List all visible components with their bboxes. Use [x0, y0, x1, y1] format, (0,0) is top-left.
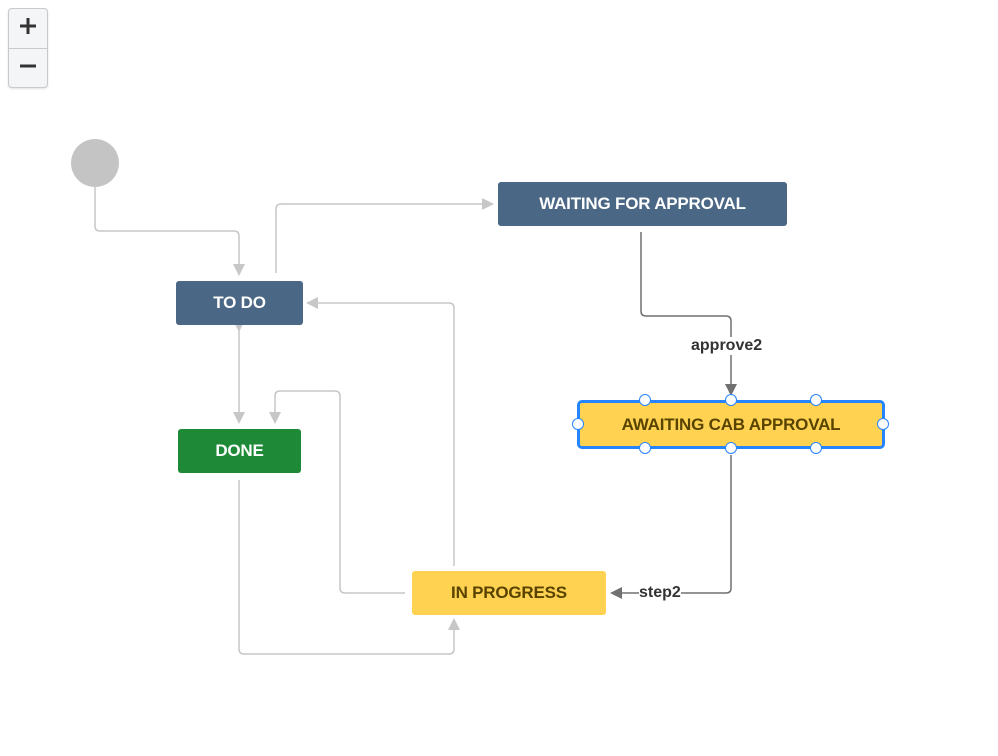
resize-handle-bottom-left[interactable]: [639, 442, 651, 454]
status-label: DONE: [215, 441, 264, 460]
transition-done-to-inprogress[interactable]: [238, 480, 460, 655]
zoom-out-button[interactable]: [9, 49, 47, 87]
status-label: TO DO: [213, 293, 266, 312]
minus-icon: [20, 58, 36, 79]
start-node[interactable]: [71, 139, 119, 187]
resize-handle-top-center[interactable]: [725, 394, 737, 406]
transition-step2[interactable]: [610, 455, 732, 599]
transition-label-step2[interactable]: step2: [639, 584, 681, 602]
plus-icon: [20, 18, 36, 39]
status-label: WAITING FOR APPROVAL: [539, 194, 746, 213]
transition-start-to-todo[interactable]: [94, 187, 245, 276]
resize-handle-top-right[interactable]: [810, 394, 822, 406]
transition-todo-to-waiting[interactable]: [275, 198, 494, 273]
resize-handle-left[interactable]: [572, 418, 584, 430]
status-to-do[interactable]: TO DO: [176, 281, 303, 325]
status-waiting-for-approval[interactable]: WAITING FOR APPROVAL: [498, 182, 787, 226]
transition-approve2[interactable]: [640, 232, 737, 396]
status-done[interactable]: DONE: [178, 429, 301, 473]
resize-handle-bottom-center[interactable]: [725, 442, 737, 454]
status-label: IN PROGRESS: [451, 583, 567, 602]
transition-inprogress-to-todo[interactable]: [306, 297, 455, 566]
status-in-progress[interactable]: IN PROGRESS: [412, 571, 606, 615]
status-label: AWAITING CAB APPROVAL: [621, 414, 841, 434]
transition-label-approve2[interactable]: approve2: [691, 337, 763, 355]
resize-handle-bottom-right[interactable]: [810, 442, 822, 454]
zoom-controls: [8, 8, 48, 88]
transition-inprogress-to-done[interactable]: [269, 390, 405, 594]
zoom-in-button[interactable]: [9, 9, 47, 49]
resize-handle-right[interactable]: [877, 418, 889, 430]
resize-handle-top-left[interactable]: [639, 394, 651, 406]
